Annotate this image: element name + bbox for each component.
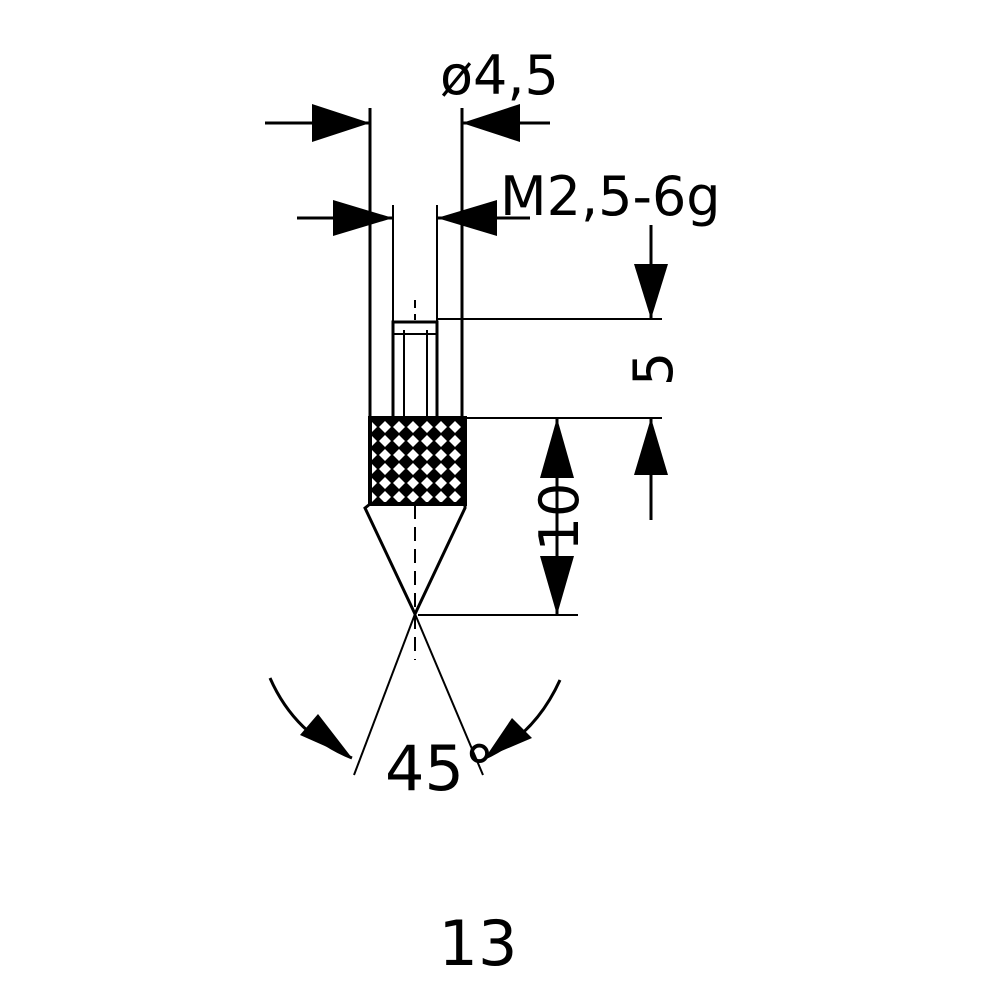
thread-length-dimension: 5 xyxy=(437,225,685,520)
tip-angle-label: 45° xyxy=(385,732,495,805)
cone-tip xyxy=(363,502,467,618)
diameter-label: ø4,5 xyxy=(440,44,559,107)
tip-length-label: 10 xyxy=(528,483,591,552)
thread-length-label: 5 xyxy=(622,352,685,386)
thread-dimension: M2,5-6g xyxy=(297,165,721,322)
knurled-collar xyxy=(368,416,467,506)
stylus-body xyxy=(363,300,467,660)
thread-label: M2,5-6g xyxy=(500,165,721,228)
thread-pin xyxy=(391,320,439,420)
tip-length-dimension: 10 xyxy=(418,418,591,616)
figure-number: 13 xyxy=(439,907,518,980)
tip-angle-dimension: 45° xyxy=(268,613,562,805)
diameter-dimension: ø4,5 xyxy=(265,44,559,418)
